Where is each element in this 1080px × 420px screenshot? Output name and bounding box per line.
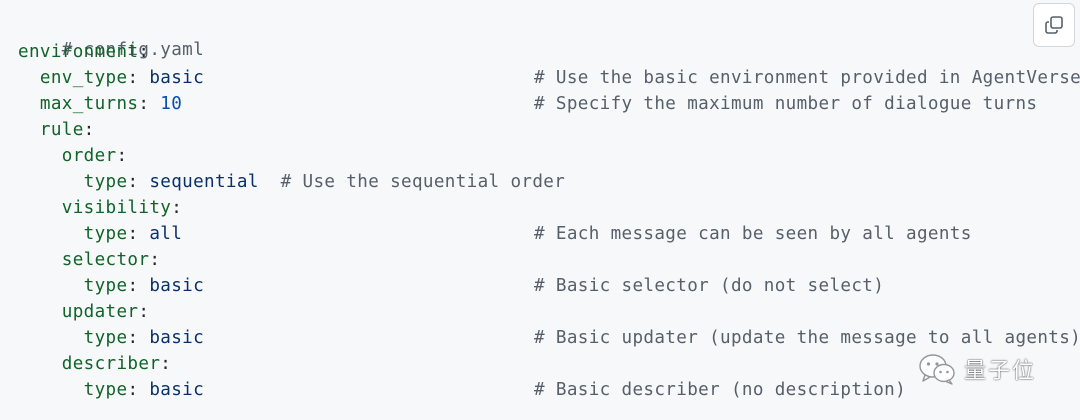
code-line-environment: environment: [18, 40, 149, 64]
yaml-key: visibility [61, 198, 172, 218]
yaml-separator: : [138, 94, 161, 114]
yaml-key: type [83, 224, 128, 244]
yaml-value: basic [149, 276, 205, 296]
yaml-key: environment [18, 42, 139, 62]
yaml-separator: : [127, 172, 150, 192]
yaml-separator: : [127, 224, 150, 244]
yaml-key: describer [61, 354, 161, 374]
yaml-value: 10 [160, 94, 183, 114]
yaml-separator: : [138, 42, 150, 62]
code-line-max-turns: max_turns: 10 [18, 92, 182, 116]
yaml-separator: : [116, 146, 128, 166]
code-line-env-type: env_type: basic [18, 66, 204, 90]
updater-type-comment: # Basic updater (update the message to a… [534, 328, 1080, 348]
yaml-key: env_type [39, 68, 128, 88]
visibility-type-comment: # Each message can be seen by all agents [534, 224, 972, 244]
yaml-key: type [83, 276, 128, 296]
code-line-updater-type: type: basic [18, 326, 204, 350]
copy-icon [1044, 15, 1064, 35]
yaml-key: type [83, 172, 128, 192]
yaml-key: type [83, 380, 128, 400]
code-line-visibility-type: type: all [18, 222, 182, 246]
yaml-separator: : [127, 380, 150, 400]
code-line-order: order: [18, 144, 127, 168]
yaml-separator: : [138, 302, 150, 322]
wechat-icon [918, 352, 956, 386]
yaml-separator: : [127, 276, 150, 296]
yaml-separator: : [83, 120, 95, 140]
selector-type-comment: # Basic selector (do not select) [534, 276, 885, 296]
env-type-comment: # Use the basic environment provided in … [534, 68, 1080, 88]
yaml-key: selector [61, 250, 150, 270]
order-type-comment: # Use the sequential order [280, 172, 566, 192]
copy-button[interactable] [1033, 3, 1075, 47]
yaml-key: order [61, 146, 117, 166]
yaml-value: basic [149, 380, 205, 400]
code-line-describer-type: type: basic [18, 378, 204, 402]
code-line-selector-type: type: basic [18, 274, 204, 298]
yaml-key: updater [61, 302, 139, 322]
code-line-order-type: type: sequential # Use the sequential or… [18, 170, 565, 194]
yaml-key: max_turns [39, 94, 139, 114]
yaml-value: basic [149, 328, 205, 348]
watermark-text: 量子位 [964, 359, 1037, 384]
code-line-rule: rule: [18, 118, 95, 142]
yaml-separator: : [160, 354, 172, 374]
yaml-separator: : [149, 250, 161, 270]
watermark: 量子位 [918, 352, 1036, 386]
yaml-key: type [83, 328, 128, 348]
code-line-describer: describer: [18, 352, 171, 376]
yaml-separator: : [171, 198, 183, 218]
code-line-filename-comment: # config.yaml [18, 14, 204, 60]
describer-type-comment: # Basic describer (no description) [534, 380, 907, 400]
max-turns-comment: # Specify the maximum number of dialogue… [534, 94, 1038, 114]
filename-comment: # config.yaml [61, 40, 205, 60]
yaml-value: basic [149, 68, 205, 88]
yaml-value: sequential [149, 172, 259, 192]
yaml-separator: : [127, 68, 150, 88]
yaml-separator: : [127, 328, 150, 348]
code-line-selector: selector: [18, 248, 160, 272]
code-line-updater: updater: [18, 300, 149, 324]
yaml-value: all [149, 224, 183, 244]
yaml-key: rule [39, 120, 84, 140]
code-line-visibility: visibility: [18, 196, 182, 220]
